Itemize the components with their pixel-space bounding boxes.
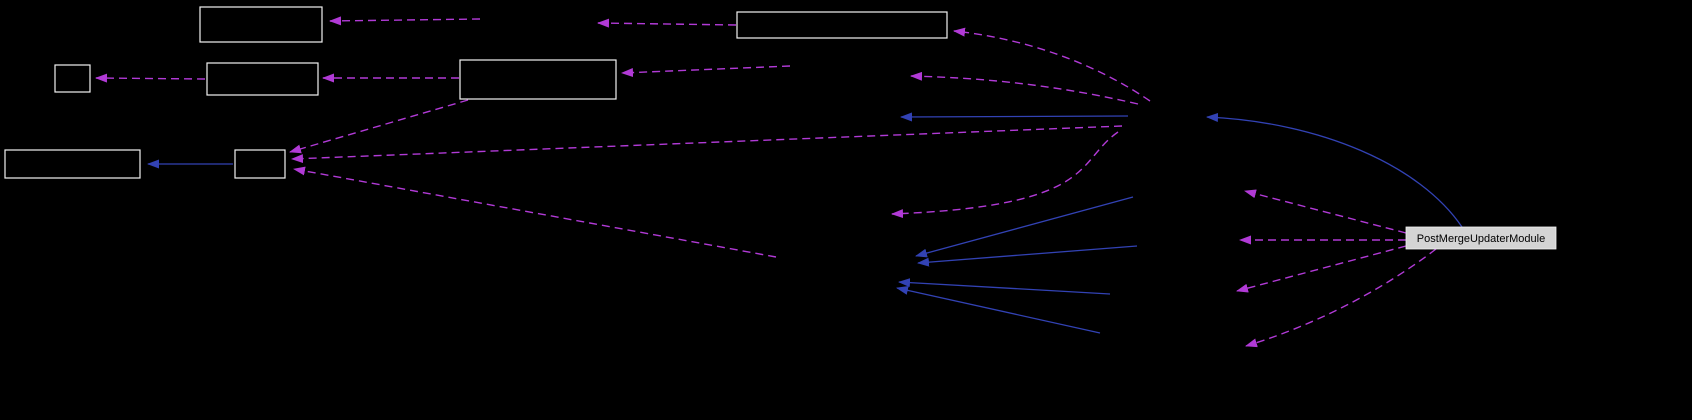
edge-dashed-8 bbox=[291, 125, 1123, 164]
edge-dashed-11 bbox=[891, 131, 1119, 219]
edge-solid-7 bbox=[896, 285, 1101, 334]
edge-dashed-6 bbox=[953, 27, 1151, 102]
edges bbox=[95, 16, 1463, 348]
graph-node-2[interactable] bbox=[54, 64, 91, 93]
edge-dashed-15 bbox=[1245, 248, 1437, 348]
edge-dashed-7 bbox=[910, 71, 1139, 105]
edge-dashed-9 bbox=[289, 99, 469, 154]
edge-solid-6 bbox=[898, 278, 1111, 295]
edge-dashed-1 bbox=[329, 16, 481, 26]
edge-dashed-12 bbox=[1244, 189, 1407, 234]
edge-solid-3 bbox=[1206, 112, 1463, 228]
edge-dashed-3 bbox=[95, 73, 206, 83]
nodes: PostMergeUpdaterModule bbox=[4, 6, 1557, 250]
edge-solid-2 bbox=[900, 112, 1129, 122]
edge-dashed-14 bbox=[1236, 245, 1407, 293]
node-postmergeupdatermodule[interactable]: PostMergeUpdaterModule bbox=[1405, 226, 1557, 250]
graph-node-5[interactable] bbox=[736, 11, 948, 39]
edge-dashed-10 bbox=[293, 166, 777, 258]
edge-solid-4 bbox=[915, 196, 1134, 258]
graph-node-1[interactable] bbox=[199, 6, 323, 43]
graph-node-6[interactable] bbox=[4, 149, 141, 179]
graph-node-4[interactable] bbox=[459, 59, 617, 100]
edge-solid-5 bbox=[917, 245, 1138, 267]
node-postmergeupdatermodule-label: PostMergeUpdaterModule bbox=[1417, 233, 1545, 245]
edge-dashed-2 bbox=[597, 18, 737, 28]
graph-node-7[interactable] bbox=[234, 149, 286, 179]
graph-node-3[interactable] bbox=[206, 62, 319, 96]
edge-dashed-5 bbox=[621, 65, 791, 78]
